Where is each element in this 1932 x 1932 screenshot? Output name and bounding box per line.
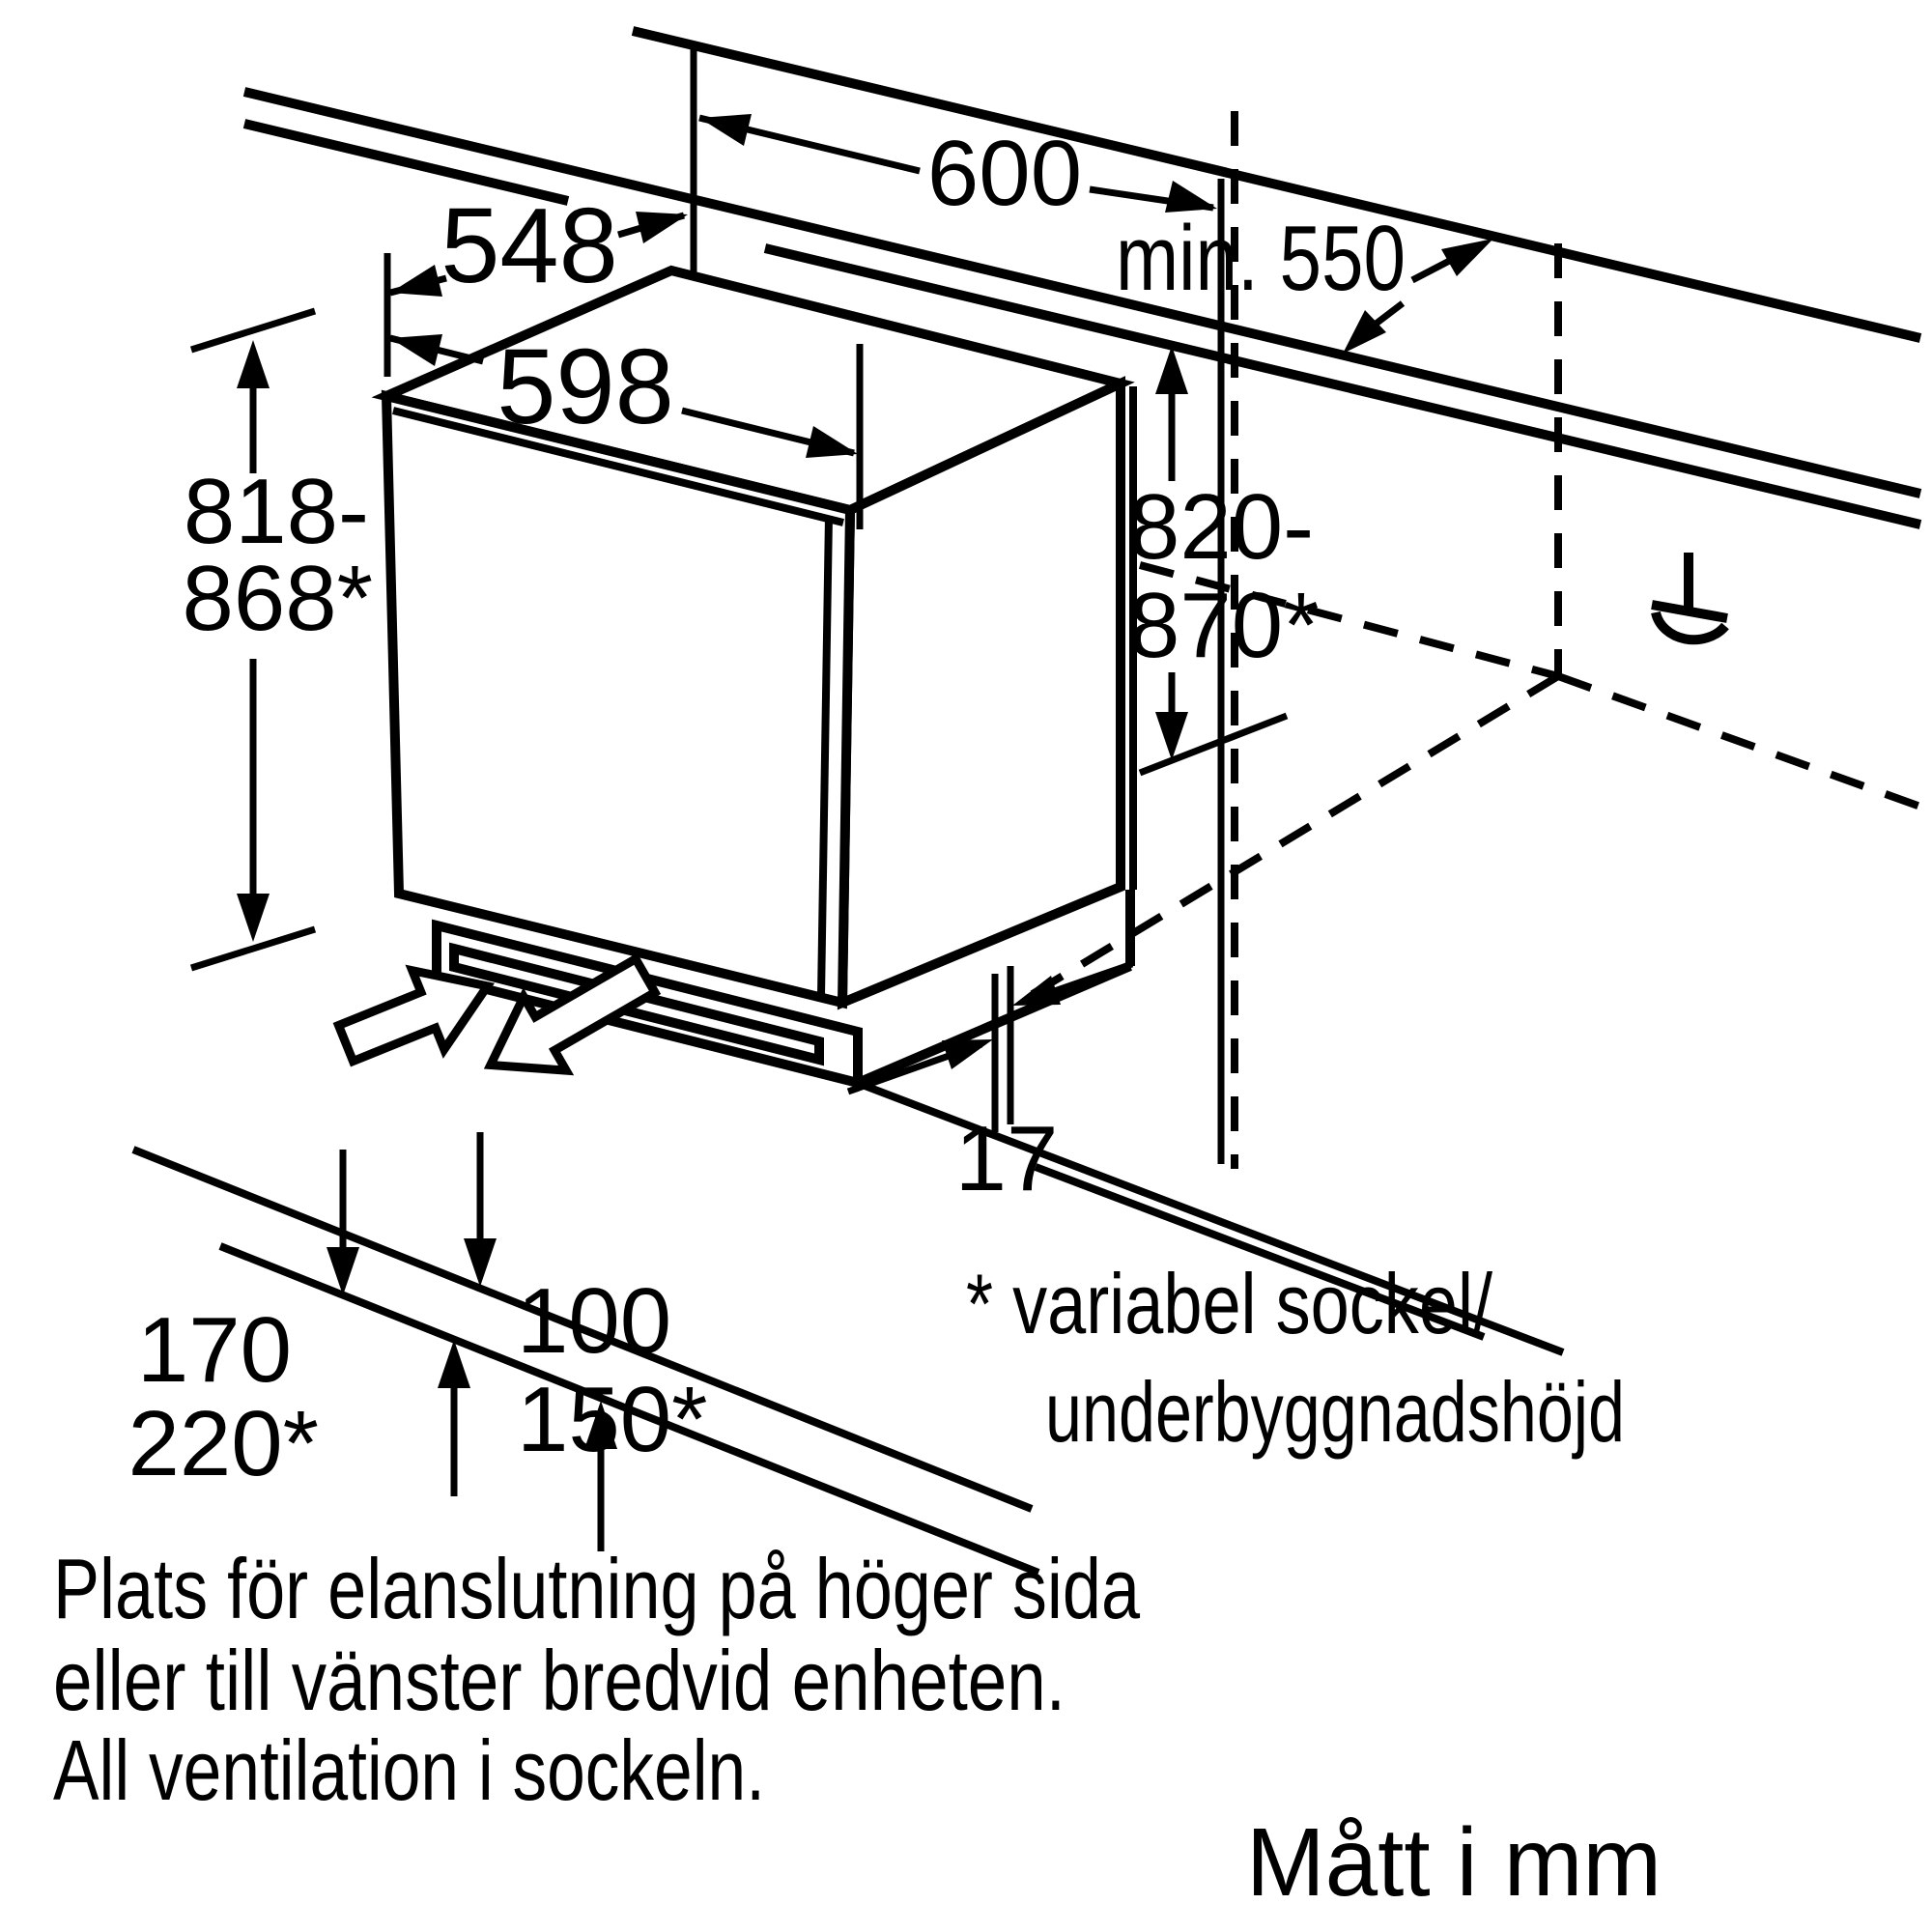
- airflow-arrows: [332, 952, 662, 1076]
- arrowhead-up: [1155, 346, 1188, 394]
- arrowhead-left: [942, 1039, 993, 1069]
- arrowhead-up: [584, 1401, 617, 1449]
- arrowhead-down: [327, 1247, 359, 1295]
- dim-548-label: 548: [440, 186, 618, 305]
- extension-tick-top: [189, 307, 317, 354]
- arrowhead-down: [1155, 712, 1188, 760]
- arrowhead-left: [390, 334, 442, 366]
- worktop-front-bottom-edge-right: [763, 243, 1922, 529]
- niche-floor-back-edge-dashed: [1138, 561, 1560, 680]
- arrowhead-down: [464, 1238, 497, 1287]
- arrowhead-down: [237, 894, 270, 942]
- footnote: * variabel sockel/ underbyggnadshöjd: [966, 1256, 1625, 1460]
- dim-600-label: 600: [927, 122, 1082, 225]
- dim-17: 17: [846, 960, 1134, 1210]
- arrowhead-right: [806, 426, 858, 458]
- worktop-front-top-edge: [242, 87, 1922, 498]
- dim-870-label: 870*: [1128, 574, 1320, 677]
- dim-598-label: 598: [497, 327, 674, 446]
- arrowhead-right: [1012, 976, 1061, 1006]
- extension-tick-bottom: [189, 925, 317, 972]
- socket-icon: [1651, 553, 1729, 645]
- dim-868-label: 868*: [182, 547, 373, 650]
- arrowhead-left: [699, 114, 752, 146]
- arrowhead-right: [636, 212, 688, 243]
- arrowhead-up: [237, 340, 270, 388]
- dim-170-label: 170: [137, 1298, 292, 1402]
- dim-548: 548: [384, 46, 697, 377]
- worktop-lines: [242, 26, 1922, 529]
- dim-100-label: 100: [517, 1269, 671, 1373]
- floor-front-edge-lower: [218, 1242, 1040, 1577]
- niche-lines: [1015, 111, 1922, 1169]
- dim-170-220: 170 220*: [128, 1150, 470, 1496]
- dim-818-868: 818- 868*: [182, 307, 373, 972]
- dim-220-label: 220*: [128, 1392, 319, 1495]
- dim-17-label: 17: [955, 1107, 1059, 1210]
- fridge: [371, 265, 1137, 1090]
- dim-820-870: 820- 870*: [1128, 346, 1320, 760]
- niche-floor-side-edge-dashed: [1015, 672, 1561, 1007]
- niche-floor-right-edge-dashed: [1556, 672, 1922, 810]
- floor-edge-right-upper: [858, 1080, 1565, 1356]
- airflow-out-arrow-icon: [483, 952, 662, 1076]
- worktop-front-bottom-edge-left: [242, 119, 570, 206]
- arrowhead-down: [1343, 310, 1386, 354]
- units-label: Mått i mm: [1246, 1808, 1662, 1917]
- dim-820-label: 820-: [1128, 475, 1314, 579]
- dim-600: 600: [698, 114, 1217, 225]
- dim-150-label: 150*: [517, 1368, 708, 1471]
- arrowhead-up: [438, 1340, 470, 1388]
- floor-lines: [131, 1080, 1565, 1577]
- note-line1: Plats för elanslutning på höger sida: [53, 1541, 1140, 1636]
- floor-front-edge-upper: [131, 1146, 1034, 1513]
- dim-100-150: 100 150*: [464, 1132, 708, 1551]
- note-line3: All ventilation i sockeln.: [53, 1722, 765, 1818]
- airflow-in-arrow-icon: [332, 964, 496, 1067]
- fridge-door: [381, 389, 856, 1009]
- worktop-back-edge: [631, 26, 1922, 343]
- socket-arc: [1651, 611, 1729, 645]
- footnote-line2: underbyggnadshöjd: [1045, 1364, 1625, 1460]
- socket-bar: [1651, 600, 1728, 623]
- footnote-line1: * variabel sockel/: [966, 1256, 1492, 1351]
- arrowhead-up: [1441, 239, 1493, 276]
- dim-818-label: 818-: [184, 460, 369, 563]
- arrowhead-left: [390, 265, 442, 297]
- niche-floor-front-fragment: [1138, 712, 1289, 777]
- door-top-inner-line: [392, 407, 844, 526]
- note-line2: eller till vänster bredvid enheten.: [53, 1633, 1065, 1728]
- notes: Plats för elanslutning på höger sida ell…: [53, 1541, 1140, 1818]
- floor-edge-right-lower: [1034, 1163, 1486, 1341]
- dim-min550-label: min. 550: [1116, 207, 1406, 310]
- dim-598: 598: [389, 327, 864, 529]
- door-right-inner-line: [817, 515, 833, 997]
- arrowhead-right: [1165, 181, 1217, 213]
- dim-min550: min. 550: [1116, 207, 1493, 354]
